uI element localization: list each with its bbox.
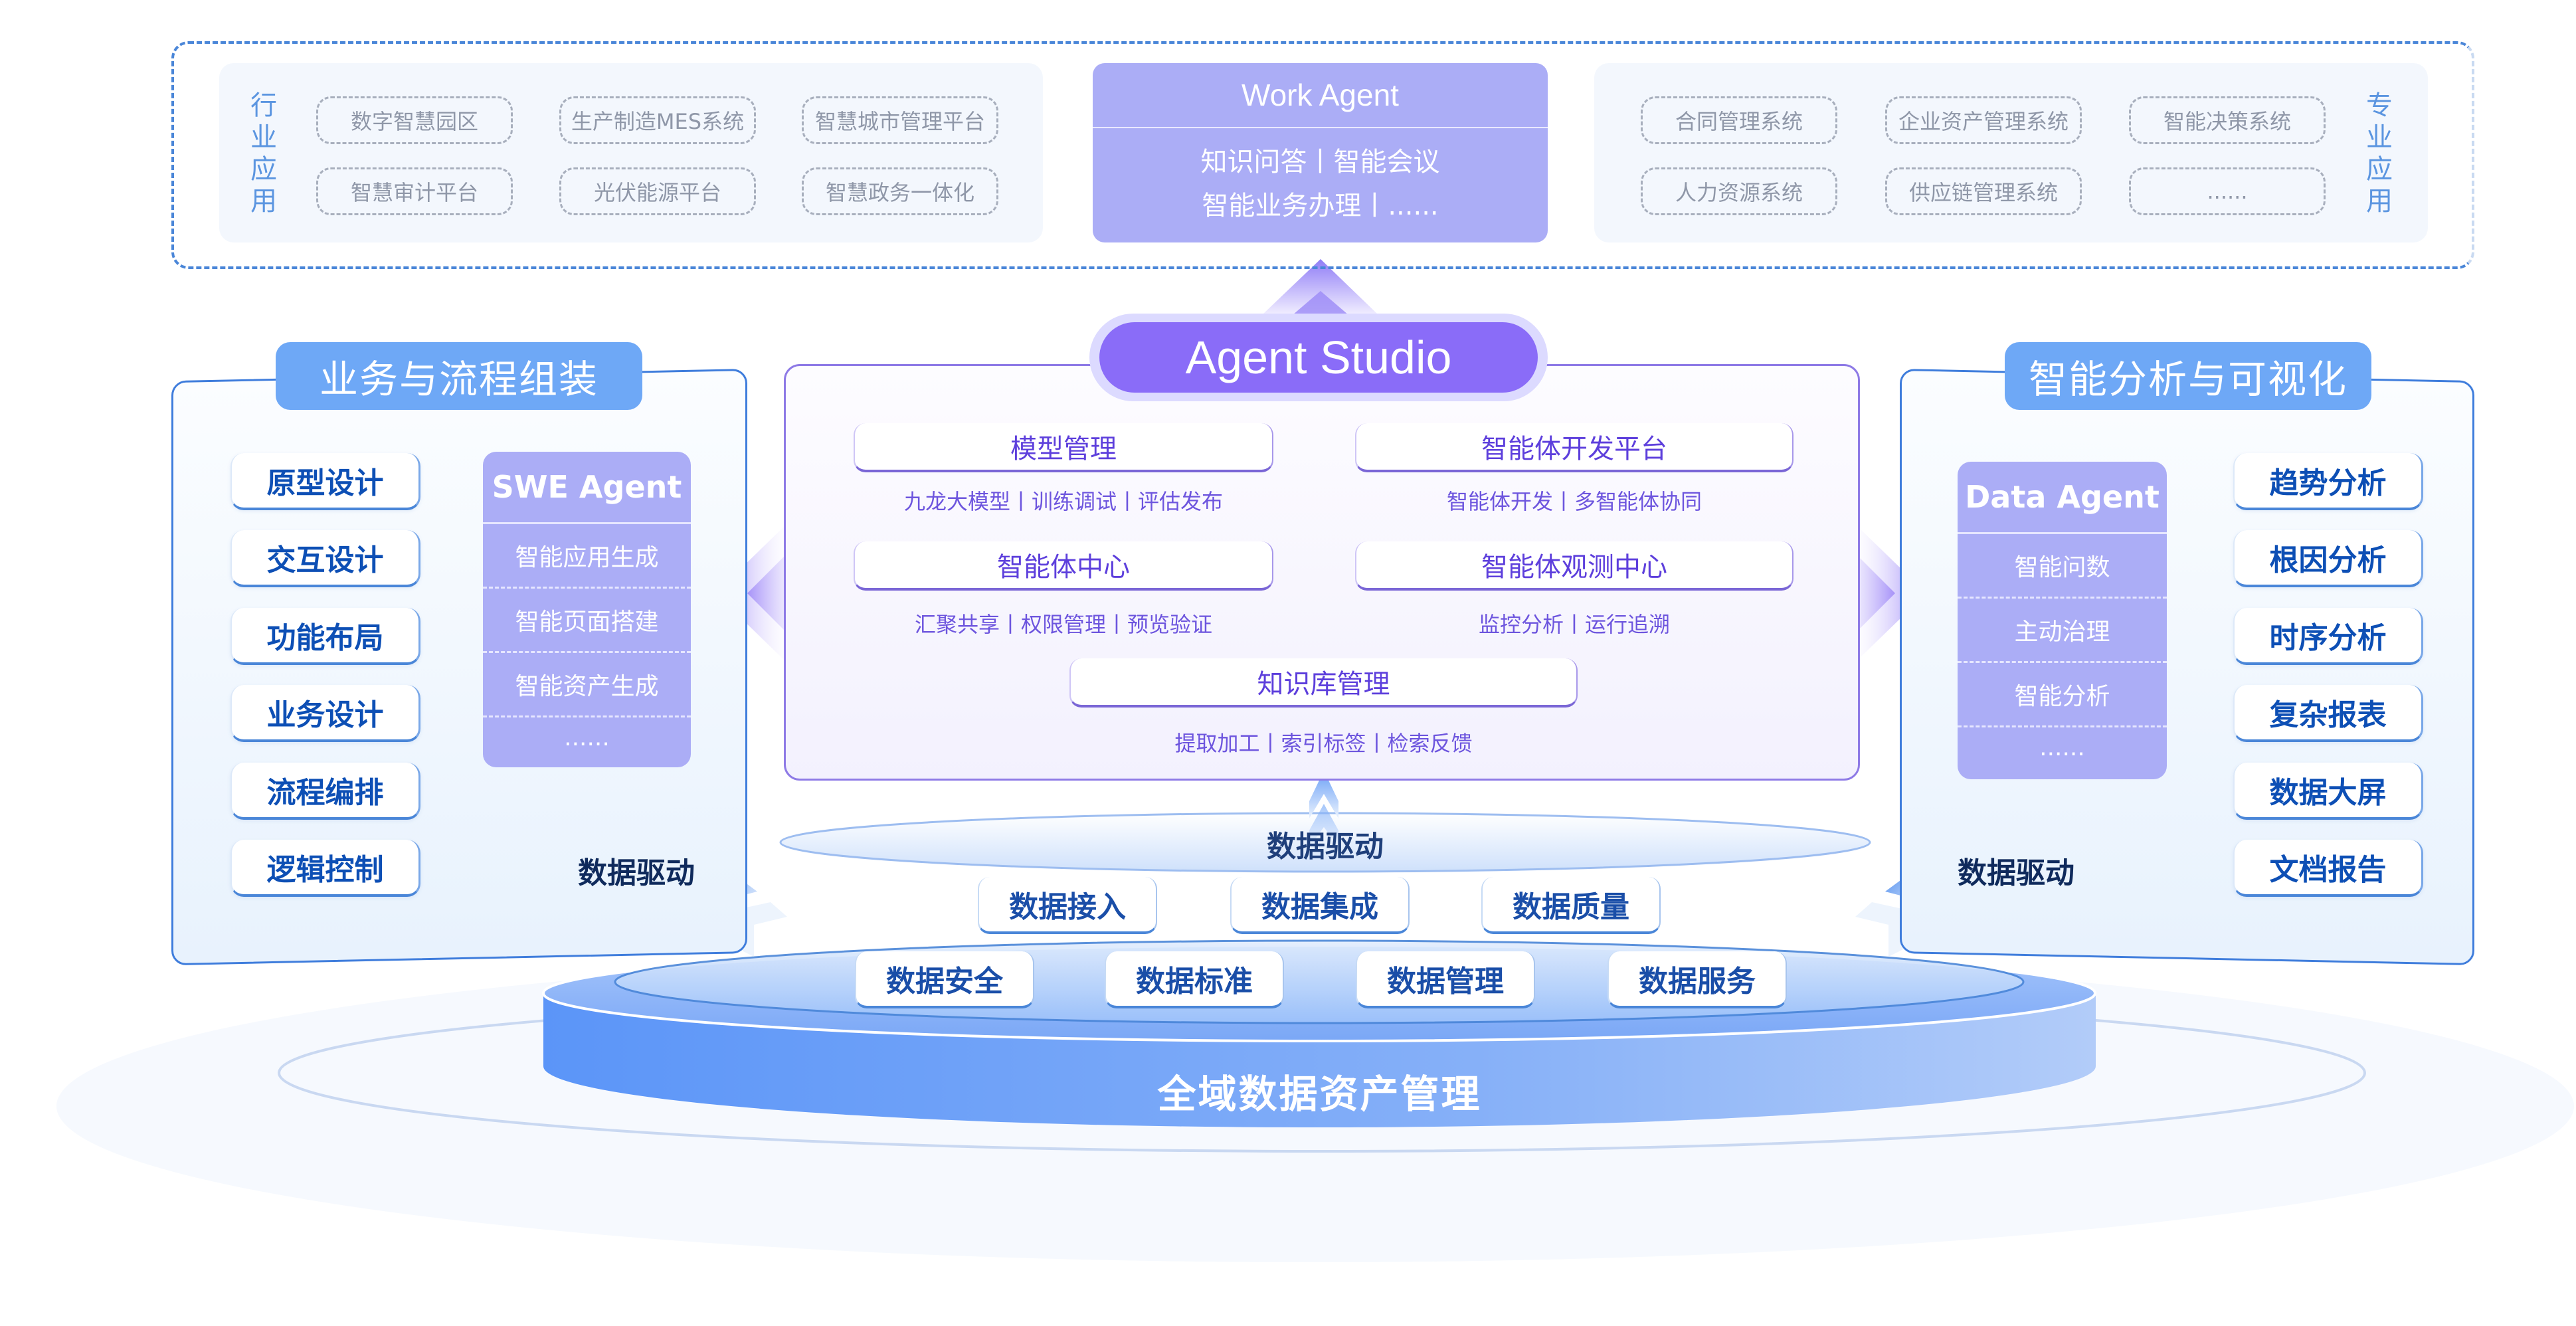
data-agent-item: 主动治理 — [1958, 599, 2167, 663]
data-driven-label: 数据驱动 — [1267, 830, 1384, 864]
data-agent-card[interactable]: Data Agent 智能问数 主动治理 智能分析 ...... — [1958, 462, 2167, 779]
professional-app-item[interactable]: 供应链管理系统 — [1885, 167, 2082, 215]
studio-module-agent-center[interactable]: 智能体中心 — [854, 541, 1273, 591]
professional-app-item[interactable]: 企业资产管理系统 — [1885, 96, 2082, 144]
left-data-driven-label: 数据驱动 — [578, 856, 695, 890]
swe-agent-item: 智能应用生成 — [483, 524, 691, 589]
right-button[interactable]: 时序分析 — [2233, 608, 2423, 665]
studio-module-agent-observability[interactable]: 智能体观测中心 — [1355, 541, 1794, 591]
studio-module-desc: 提取加工丨索引标签丨检索反馈 — [1174, 731, 1473, 756]
work-agent-card[interactable]: Work Agent 知识问答丨智能会议 智能业务办理丨...... — [1093, 63, 1548, 242]
professional-app-item[interactable]: 合同管理系统 — [1641, 96, 1837, 144]
data-agent-title: Data Agent — [1958, 462, 2167, 534]
business-process-header: 业务与流程组装 — [276, 342, 642, 410]
work-agent-features-line2: 智能业务办理丨...... — [1202, 191, 1439, 221]
left-button[interactable]: 原型设计 — [230, 453, 420, 510]
industry-app-item[interactable]: 生产制造MES系统 — [559, 96, 756, 144]
data-agent-item: 智能分析 — [1958, 663, 2167, 727]
work-agent-title: Work Agent — [1093, 63, 1548, 128]
studio-module-knowledge-base[interactable]: 知识库管理 — [1069, 658, 1578, 708]
data-capability-button[interactable]: 数据服务 — [1608, 951, 1787, 1008]
agent-studio-title[interactable]: Agent Studio — [1099, 322, 1538, 393]
data-capability-button[interactable]: 数据集成 — [1230, 877, 1410, 934]
swe-agent-item: 智能资产生成 — [483, 653, 691, 717]
right-button[interactable]: 文档报告 — [2233, 840, 2423, 897]
professional-app-item[interactable]: ...... — [2129, 167, 2326, 215]
left-button[interactable]: 逻辑控制 — [230, 840, 420, 897]
industry-apps-label: 行业应用 — [250, 90, 277, 217]
left-button[interactable]: 交互设计 — [230, 530, 420, 587]
data-capability-button[interactable]: 数据标准 — [1105, 951, 1284, 1008]
left-button[interactable]: 业务设计 — [230, 685, 420, 742]
cylinder-inner-top — [614, 939, 2025, 1024]
cube-icon-right-shadow — [1855, 902, 1908, 957]
professional-apps-panel: 合同管理系统 企业资产管理系统 智能决策系统 人力资源系统 供应链管理系统 ..… — [1594, 63, 2428, 242]
left-button[interactable]: 流程编排 — [230, 763, 420, 820]
data-capability-button[interactable]: 数据接入 — [978, 877, 1157, 934]
data-capability-button[interactable]: 数据管理 — [1356, 951, 1535, 1008]
data-agent-item: 智能问数 — [1958, 534, 2167, 599]
right-button[interactable]: 复杂报表 — [2233, 685, 2423, 742]
industry-apps-panel: 行业应用 数字智慧园区 生产制造MES系统 智慧城市管理平台 智慧审计平台 光伏… — [219, 63, 1043, 242]
data-capability-button[interactable]: 数据质量 — [1481, 877, 1661, 934]
data-agent-item-more: ...... — [2039, 734, 2085, 761]
swe-agent-item-more: ...... — [564, 724, 610, 751]
studio-module-desc: 智能体开发丨多智能体协同 — [1446, 489, 1702, 514]
up-arrow-purple-inner — [1293, 291, 1348, 315]
up-arrow-blue-inner — [1309, 804, 1338, 847]
swe-agent-title: SWE Agent — [483, 452, 691, 524]
professional-app-item[interactable]: 人力资源系统 — [1641, 167, 1837, 215]
data-capability-button[interactable]: 数据安全 — [855, 951, 1034, 1008]
swe-agent-item: 智能页面搭建 — [483, 589, 691, 653]
studio-module-model-management[interactable]: 模型管理 — [854, 423, 1273, 472]
professional-app-item[interactable]: 智能决策系统 — [2129, 96, 2326, 144]
studio-module-desc: 汇聚共享丨权限管理丨预览验证 — [914, 612, 1212, 637]
studio-module-desc: 监控分析丨运行追溯 — [1478, 612, 1670, 637]
industry-app-item[interactable]: 智慧城市管理平台 — [802, 96, 998, 144]
industry-app-item[interactable]: 数字智慧园区 — [316, 96, 513, 144]
left-button[interactable]: 功能布局 — [230, 608, 420, 665]
top-applications-frame — [171, 41, 2474, 269]
data-asset-management-label: 全域数据资产管理 — [1157, 1072, 1482, 1117]
studio-module-agent-dev-platform[interactable]: 智能体开发平台 — [1355, 423, 1794, 472]
swe-agent-card[interactable]: SWE Agent 智能应用生成 智能页面搭建 智能资产生成 ...... — [483, 452, 691, 767]
work-agent-features-line1: 知识问答丨智能会议 — [1200, 147, 1440, 177]
cube-icon-left-shadow — [734, 902, 787, 957]
up-arrow-purple-outer — [1262, 259, 1378, 315]
right-button[interactable]: 趋势分析 — [2233, 453, 2423, 510]
right-button[interactable]: 数据大屏 — [2233, 763, 2423, 820]
industry-app-item[interactable]: 智慧审计平台 — [316, 167, 513, 215]
analytics-visualization-header: 智能分析与可视化 — [2005, 342, 2371, 410]
professional-apps-label: 专业应用 — [2366, 90, 2393, 217]
industry-app-item[interactable]: 智慧政务一体化 — [802, 167, 998, 215]
industry-app-item[interactable]: 光伏能源平台 — [559, 167, 756, 215]
right-button[interactable]: 根因分析 — [2233, 530, 2423, 587]
studio-module-desc: 九龙大模型丨训练调试丨评估发布 — [903, 489, 1223, 514]
right-data-driven-label: 数据驱动 — [1958, 856, 2074, 890]
